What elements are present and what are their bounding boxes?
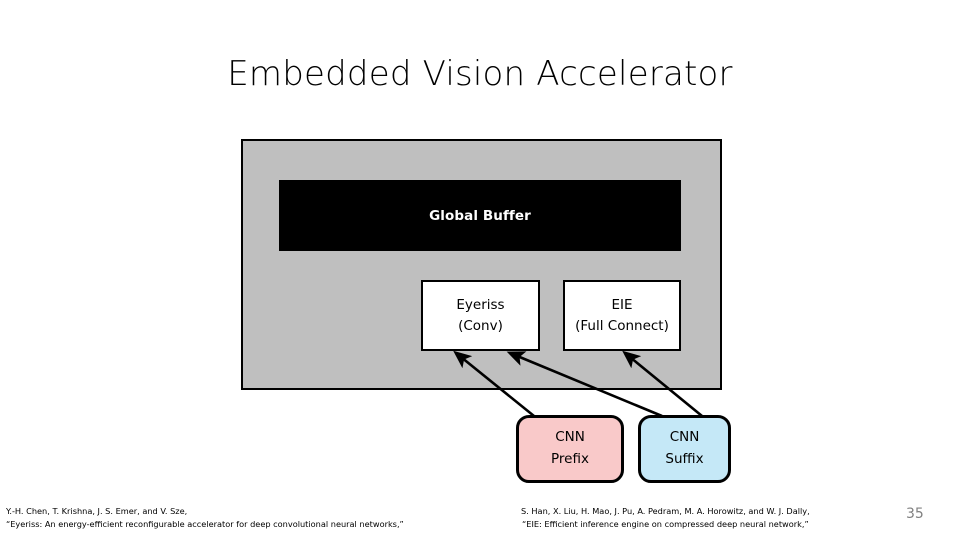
eie-fullconnect-block: EIE (Full Connect) — [563, 280, 681, 351]
global-buffer-label: Global Buffer — [429, 207, 531, 224]
cnn-prefix-label-line1: CNN — [555, 429, 585, 446]
citation-eyeriss-title: “Eyeriss: An energy-efficient reconfigur… — [6, 519, 404, 530]
chip-container — [241, 139, 722, 390]
citation-eie: S. Han, X. Liu, H. Mao, J. Pu, A. Pedram… — [521, 505, 810, 532]
cnn-prefix-block: CNN Prefix — [516, 415, 624, 483]
global-buffer-block: Global Buffer — [279, 180, 681, 251]
eie-label-line1: EIE — [611, 296, 633, 313]
page-number: 35 — [906, 506, 924, 522]
eyeriss-conv-block: Eyeriss (Conv) — [421, 280, 540, 351]
cnn-prefix-label-line2: Prefix — [551, 451, 589, 467]
citation-eyeriss: Y.-H. Chen, T. Krishna, J. S. Emer, and … — [6, 505, 404, 532]
page-title: Embedded Vision Accelerator — [227, 54, 733, 94]
cnn-suffix-label-line1: CNN — [669, 429, 700, 446]
cnn-suffix-block: CNN Suffix — [638, 415, 731, 483]
eyeriss-label-line2: (Conv) — [458, 317, 503, 334]
eie-label-line2: (Full Connect) — [575, 317, 669, 334]
citation-eie-authors: S. Han, X. Liu, H. Mao, J. Pu, A. Pedram… — [521, 506, 810, 516]
citation-eie-title: “EIE: Efficient inference engine on comp… — [522, 519, 809, 530]
eyeriss-label-line1: Eyeriss — [456, 296, 505, 313]
citation-eyeriss-authors: Y.-H. Chen, T. Krishna, J. S. Emer, and … — [6, 506, 188, 516]
cnn-suffix-label-line2: Suffix — [665, 451, 704, 467]
